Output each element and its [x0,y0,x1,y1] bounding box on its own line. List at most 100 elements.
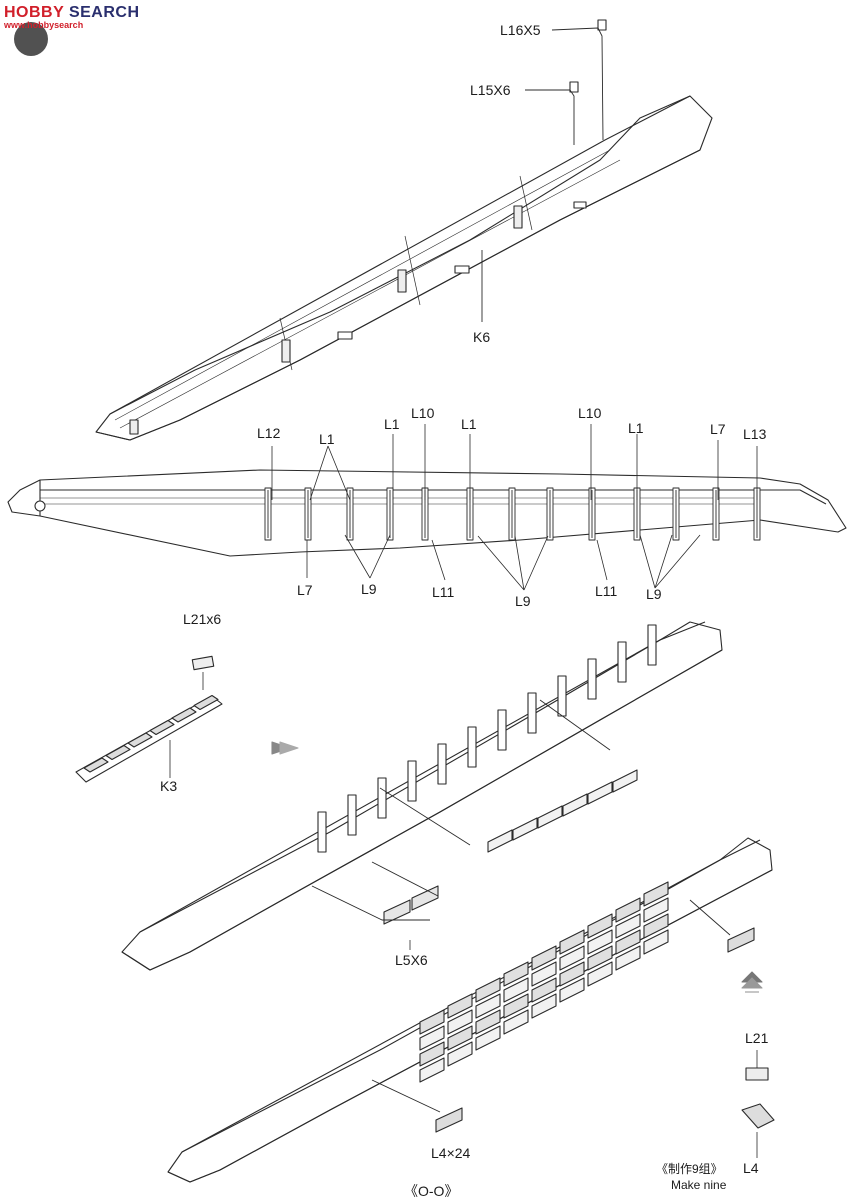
l4-box [435,1107,463,1133]
part-k3 [75,655,299,783]
l4-box [531,993,557,1019]
l4-box [419,1041,445,1067]
side-post [304,487,312,541]
l4-box [447,993,473,1019]
l5-rack [617,641,627,683]
l4-box [531,945,557,971]
l4-box [615,897,641,923]
label-l7-bottom: L7 [297,582,313,598]
l5-rack [557,675,567,717]
l4-box [587,961,613,987]
l4-box [615,945,641,971]
label-l5x6: L5X6 [395,952,428,968]
l4-box [475,977,501,1003]
hull-k6 [95,19,713,441]
view-label: 《O-O》 [404,1183,459,1199]
label-l13: L13 [743,426,767,442]
l4-box [419,1009,445,1035]
label-l15x6: L15X6 [470,82,511,98]
l4-box [559,945,585,971]
l5-rack [647,624,657,666]
label-l4x24: L4×24 [431,1145,471,1161]
l4-box [475,993,501,1019]
side-post [546,487,554,541]
label-l9-c: L9 [646,586,662,602]
label-l7-top: L7 [710,421,726,437]
l4-box [643,929,669,955]
l4-box [643,881,669,907]
label-l4: L4 [743,1160,759,1176]
l5-rack [527,692,537,734]
label-l9-b: L9 [515,593,531,609]
l5-rack [437,743,447,785]
l4-box [643,913,669,939]
l4-box [615,913,641,939]
side-post [346,487,354,541]
k3-cell [83,757,109,773]
l4-box [419,1025,445,1051]
l5-box [512,817,538,841]
l4-box [531,977,557,1003]
label-l1-b: L1 [384,416,400,432]
k3-cell [149,719,175,736]
l5-box [562,793,588,817]
k3-cell [193,694,219,711]
l4-box [447,1041,473,1067]
l4-box [727,927,755,953]
label-l1-d: L1 [628,420,644,436]
l4-box [587,929,613,955]
l4-box [643,897,669,923]
l5-box [612,769,638,793]
label-l21: L21 [745,1030,769,1046]
label-l10-b: L10 [578,405,602,421]
side-post [588,487,596,541]
l4-box [559,977,585,1003]
label-k3: K3 [160,778,178,794]
l4-box [615,929,641,955]
watermark-circle [14,22,48,56]
l5-box [487,829,513,853]
hull-l5-assembly [121,621,723,971]
l4-box [531,961,557,987]
l5-rack [467,726,477,768]
label-l16x5: L16X5 [500,22,541,38]
hull-side-view [7,424,847,591]
watermark-brand-prefix: HOBBY [4,4,64,21]
l4-box [503,1009,529,1035]
label-l10-a: L10 [411,405,435,421]
l4-box [503,993,529,1019]
watermark-logo: HOBBY SEARCH [4,4,140,22]
l4-box [475,1009,501,1035]
label-k6: K6 [473,329,491,345]
watermark-site: www.hobbysearch [4,20,84,30]
l5-rack [377,777,387,819]
l5-rack [587,658,597,700]
l4-box [447,1009,473,1035]
l4-box [559,929,585,955]
label-l12: L12 [257,425,281,441]
l5-box [411,885,439,911]
l4-box [503,961,529,987]
label-l1-a: L1 [319,431,335,447]
k3-cell [105,744,131,761]
side-post [264,487,272,541]
l4-box [587,913,613,939]
label-l21x6: L21x6 [183,611,222,627]
k3-cell [127,732,153,748]
side-post [508,487,516,541]
l4-box [419,1057,445,1083]
label-l9-a: L9 [361,581,377,597]
watermark-brand-word: SEARCH [68,4,140,21]
hull-l4-assembly [167,837,775,1183]
l4-box [475,1025,501,1051]
l4-box [447,1025,473,1051]
make-nine-en: Make nine [671,1178,727,1192]
side-post [712,487,720,541]
label-l11-b: L11 [595,583,618,599]
l5-rack [497,709,507,751]
label-l1-c: L1 [461,416,477,432]
l4-box [503,977,529,1003]
l5-box [537,805,563,829]
l4-box [559,961,585,987]
